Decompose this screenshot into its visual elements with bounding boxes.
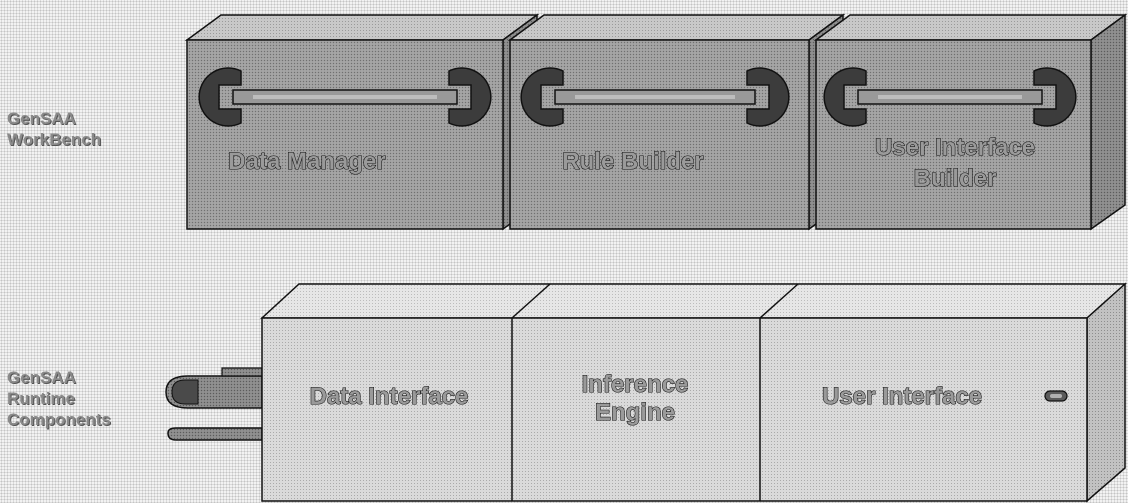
runtime-side-face [1086, 282, 1126, 503]
lower-cable [167, 427, 263, 441]
wrench-icon [520, 67, 790, 127]
workbench-label: GenSAA WorkBench [7, 108, 101, 150]
workbench-label-subtitle: WorkBench [7, 130, 102, 149]
runtime-label-title: GenSAA [7, 368, 76, 387]
box-side-face [1090, 13, 1126, 231]
runtime-cables [165, 367, 263, 441]
workbench-box-rule-builder: Rule Builder [507, 13, 846, 231]
wrench-icon [823, 67, 1077, 127]
runtime-label-subtitle2: Components [7, 410, 111, 429]
component-name-line1: Data Interface [310, 383, 469, 410]
wrench-icon [198, 67, 492, 127]
runtime-front-face [261, 317, 1088, 502]
box-top-face [813, 14, 1128, 41]
tool-name-line1: Rule Builder [562, 148, 703, 175]
upper-cable-plug [171, 379, 199, 405]
runtime-top-face [260, 283, 1127, 319]
component-name-line2: Engine [595, 399, 675, 426]
component-name-line1: Inference [582, 371, 689, 398]
runtime-label: GenSAA Runtime Components [7, 367, 111, 430]
tool-name-line1: User Interface [875, 134, 1035, 161]
box-top-face [184, 14, 540, 41]
box-top-face [507, 14, 846, 41]
top-divider-2 [759, 283, 799, 319]
upper-cable-tail [221, 367, 263, 377]
tool-name-line2: Builder [914, 165, 997, 192]
workbench-box-user-interface-builder: User Interface Builder [813, 13, 1128, 231]
runtime-component-inference-engine: Inference Engine [581, 370, 689, 426]
runtime-component-user-interface: User Interface [821, 382, 982, 410]
workbench-box-data-manager: Data Manager [184, 13, 540, 231]
workbench-label-title: GenSAA [7, 109, 76, 128]
output-connector [1044, 390, 1068, 402]
top-divider-1 [511, 283, 551, 319]
runtime-component-row [260, 282, 1127, 503]
component-name-line1: User Interface [822, 383, 982, 410]
tool-name-line1: Data Manager [228, 148, 385, 175]
runtime-component-data-interface: Data Interface [309, 382, 469, 410]
runtime-label-subtitle: Runtime [7, 389, 75, 408]
